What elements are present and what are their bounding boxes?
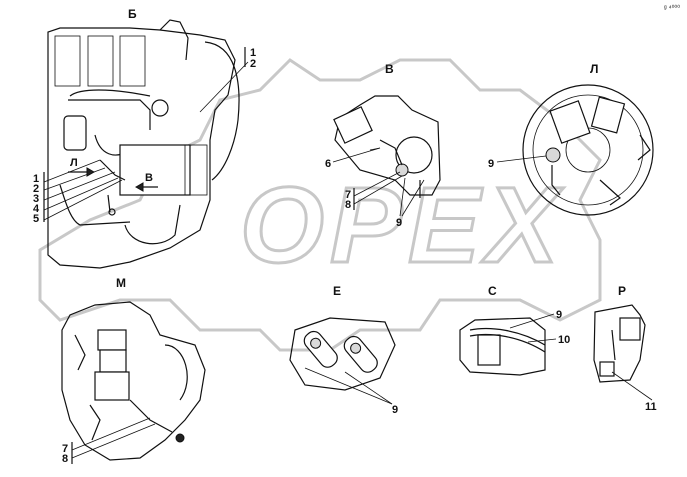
e-callout-9: 9: [392, 404, 398, 416]
b-callout-left-2: 2: [33, 183, 39, 195]
b-callout-left-5: 5: [33, 213, 39, 225]
view-m-drawing: М 7 8: [61, 276, 206, 465]
view-e-drawing: Е 9: [289, 284, 398, 416]
r-callout-11: 11: [645, 401, 657, 413]
s-callout-9: 9: [556, 309, 562, 321]
b-callout-left-4: 4: [33, 203, 40, 215]
view-l-label: Л: [590, 62, 598, 76]
view-b-label: Б: [128, 7, 137, 21]
view-s-label: С: [488, 284, 497, 298]
view-m-label: М: [116, 276, 126, 290]
view-b-drawing: Б 1 2 1 2 3 4 5 Л: [33, 7, 256, 269]
b-callout-left-3: 3: [33, 193, 39, 205]
view-r-label: Р: [618, 284, 626, 298]
view-l-drawing: Л 9: [488, 62, 654, 216]
s-callout-10: 10: [558, 334, 570, 346]
b-arrow-v-label: В: [145, 172, 153, 184]
v-callout-6: 6: [325, 158, 331, 170]
v-callout-9: 9: [396, 217, 402, 229]
l-callout-9: 9: [488, 158, 494, 170]
m-callout-7: 7: [62, 443, 68, 455]
view-r-drawing: Р 11: [593, 284, 657, 413]
view-v-drawing: В 6 7 8 9: [325, 62, 441, 229]
watermark-gear: OPEX: [38, 58, 602, 352]
view-v-label: В: [385, 62, 394, 76]
b-callout-top-1: 1: [250, 47, 256, 59]
m-callout-8: 8: [62, 453, 68, 465]
b-callout-top-2: 2: [250, 58, 256, 70]
b-arrow-l-label: Л: [70, 157, 78, 169]
v-callout-7: 7: [345, 189, 351, 201]
b-callout-left-1: 1: [33, 173, 39, 185]
watermark-text: OPEX: [240, 164, 564, 285]
view-s-drawing: С 9 10: [459, 284, 570, 376]
corner-mark: ᵍ ⁴⁰⁰⁰: [664, 4, 680, 12]
v-callout-8: 8: [345, 199, 351, 211]
view-e-label: Е: [333, 284, 341, 298]
